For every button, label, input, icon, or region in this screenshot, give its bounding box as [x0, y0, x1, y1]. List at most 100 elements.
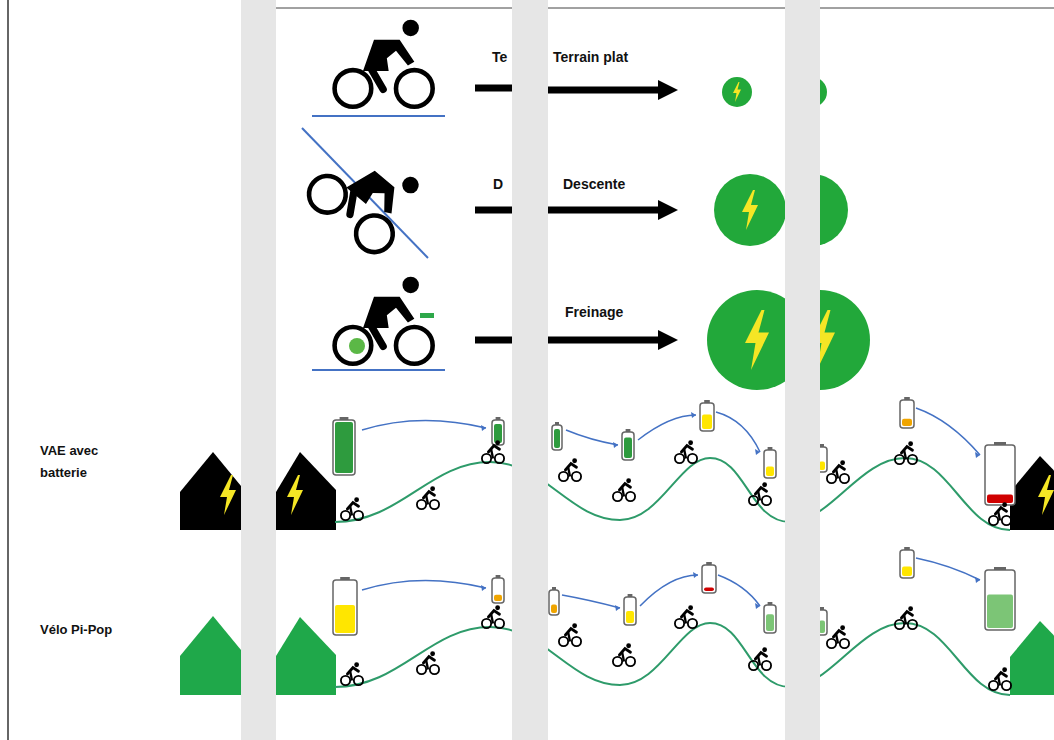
illustration-part [475, 85, 512, 92]
illustration-part [766, 614, 774, 631]
illustration-part [287, 475, 303, 515]
illustration-part [702, 415, 712, 429]
illustration-part [302, 130, 433, 260]
arrow-head [975, 452, 980, 458]
illustration-part [987, 495, 1013, 503]
illustration-part [335, 458, 1010, 530]
illustration-part [333, 580, 357, 635]
illustration-part [820, 77, 1054, 695]
illustration-part [276, 452, 336, 530]
illustration-part [658, 80, 678, 100]
illustration-part [475, 337, 512, 344]
rider-icon [482, 440, 504, 463]
illustration-part [624, 438, 632, 458]
rider-icon [749, 482, 771, 505]
flow-arrow [916, 408, 980, 455]
illustration-part [312, 369, 445, 371]
illustration-part [820, 174, 848, 246]
illustration-part [333, 420, 355, 475]
illustration-part [548, 77, 785, 390]
illustration-part [512, 0, 548, 740]
illustration-part [820, 290, 870, 390]
rider-icon [895, 606, 917, 629]
row-label: Vélo Pi-Pop [40, 622, 112, 638]
arrow-head [755, 603, 760, 609]
battery-icon [333, 577, 357, 635]
flow-arrow [362, 580, 486, 590]
illustration-part [626, 611, 634, 623]
flow-arrow [638, 415, 696, 440]
illustration-part [312, 115, 445, 117]
terrain-label: Terrain plat [553, 49, 628, 66]
battery-icon [492, 575, 504, 603]
illustration-part [475, 207, 512, 214]
arrow-head [481, 425, 486, 431]
illustration-part [276, 617, 336, 695]
arrow-head [693, 572, 698, 578]
flow-arrow [716, 412, 760, 452]
rider-icon [895, 441, 917, 464]
illustration-part [349, 338, 365, 354]
illustration-part [492, 578, 504, 603]
illustration-part [494, 595, 502, 601]
illustration-part [766, 466, 774, 476]
illustration-part [552, 425, 562, 450]
illustration-part [985, 445, 1015, 505]
illustration-part [658, 200, 678, 220]
rider-icon [482, 605, 504, 628]
illustration-part [722, 77, 752, 107]
rider-icon [559, 623, 581, 646]
illustration-part [548, 87, 660, 94]
illustration-part [335, 605, 355, 633]
illustration-part [714, 174, 785, 246]
illustration-part [764, 605, 776, 633]
rider-icon [341, 497, 363, 520]
illustration-part [733, 82, 741, 102]
illustration-part [554, 429, 560, 448]
illustration-part [335, 277, 433, 364]
illustration-part [658, 330, 678, 350]
illustration-part [241, 0, 820, 740]
illustration-part [333, 397, 1015, 635]
terrain-label: Descente [563, 176, 625, 193]
battery-icon [552, 422, 562, 450]
illustration-part [7, 0, 9, 740]
rider-icon [417, 651, 439, 674]
illustration-part [276, 8, 1054, 9]
illustration-part [341, 440, 1011, 690]
illustration-part [900, 550, 914, 578]
flow-arrow [362, 420, 486, 430]
battery-icon [624, 594, 636, 625]
rider-icon [559, 458, 581, 481]
illustration-part [985, 570, 1015, 630]
illustration-part [494, 424, 502, 443]
arrow-head [975, 577, 980, 583]
illustration-part [785, 0, 820, 740]
battery-icon [985, 442, 1015, 505]
battery-icon [900, 547, 914, 578]
rider-icon [827, 625, 849, 648]
illustration-part [900, 400, 914, 428]
rider-icon [613, 478, 635, 501]
illustration-part [549, 590, 559, 615]
illustration-part [704, 587, 714, 591]
flow-arrow [916, 558, 980, 580]
battery-icon [549, 587, 559, 615]
illustration-part [335, 422, 353, 473]
arrow-head [481, 585, 486, 591]
terrain-label: Te [492, 49, 507, 66]
terrain-label: Freinage [565, 304, 623, 321]
rider-icon [341, 662, 363, 685]
arrow-head [755, 449, 760, 455]
illustration-part [548, 207, 660, 214]
illustration-part [902, 419, 912, 426]
illustration-part [180, 452, 241, 530]
flow-arrow [566, 430, 618, 445]
illustration-part [820, 77, 827, 107]
arrow-head [691, 412, 696, 418]
battery-icon [700, 400, 714, 431]
rider-icon [613, 643, 635, 666]
rider-icon [827, 460, 849, 483]
rider-icon [989, 502, 1011, 525]
illustration-part [622, 432, 634, 460]
